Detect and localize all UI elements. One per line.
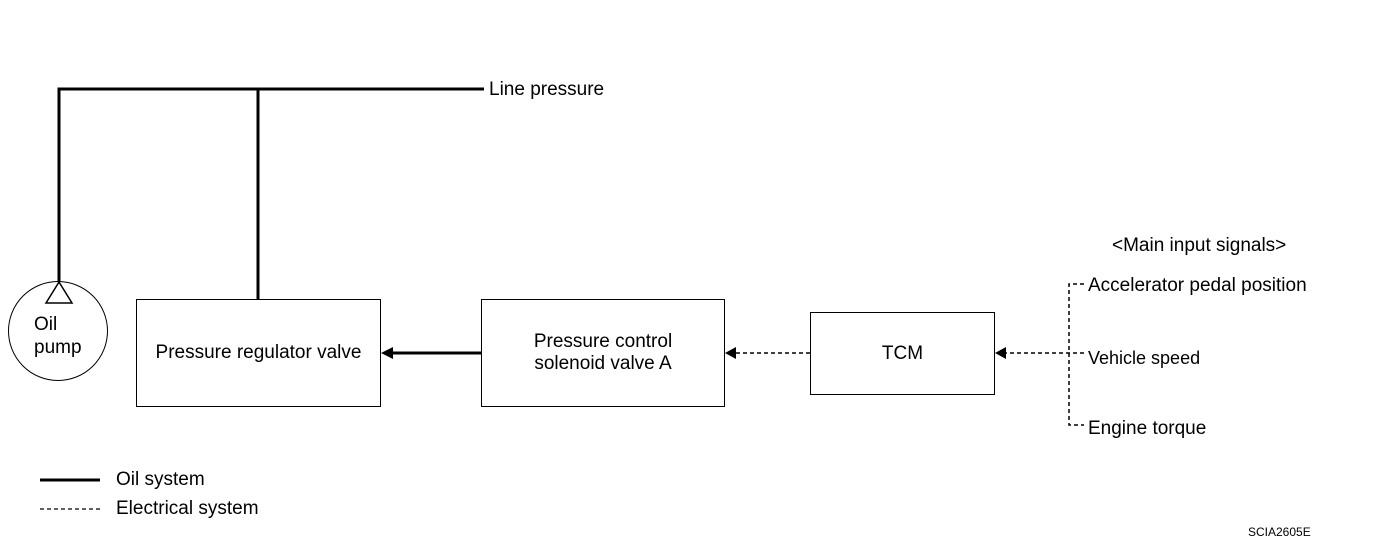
arrow-to-tcm [995, 347, 1006, 359]
input-signal-vehicle-speed: Vehicle speed [1088, 348, 1201, 368]
solenoid-label-line2: solenoid valve A [534, 353, 672, 374]
electrical-lines [736, 283, 1084, 426]
pump-triangle-icon [44, 281, 74, 304]
oil-pump-label: Oil pump [34, 313, 82, 359]
tcm-label: TCM [881, 342, 924, 364]
pressure-regulator-valve-label: Pressure regulator valve [155, 342, 362, 363]
input-signal-engine-torque: Engine torque [1088, 418, 1207, 439]
arrow-to-regulator [381, 347, 393, 359]
legend-electrical-system-label: Electrical system [116, 498, 259, 519]
oil-pump-label-line1: Oil [34, 314, 58, 335]
pressure-control-solenoid-label: Pressure control solenoid valve A [534, 331, 672, 375]
line-pressure-label: Line pressure [489, 79, 605, 100]
input-signal-accelerator: Accelerator pedal position [1088, 275, 1307, 296]
figure-code: SCIA2605E [1248, 525, 1311, 539]
oil-lines [57, 87, 484, 355]
main-input-signals-heading: <Main input signals> [1112, 235, 1287, 256]
arrow-to-solenoid [725, 347, 736, 359]
solenoid-label-line1: Pressure control [533, 331, 673, 352]
legend-oil-system-label: Oil system [116, 469, 205, 490]
pressure-regulator-valve-box: Pressure regulator valve [136, 299, 381, 407]
signal-bracket [1068, 283, 1084, 426]
line-pressure-main [57, 87, 484, 282]
pressure-control-solenoid-box: Pressure control solenoid valve A [481, 299, 725, 407]
oil-pump-label-line2: pump [34, 337, 82, 358]
tcm-box: TCM [810, 312, 995, 395]
